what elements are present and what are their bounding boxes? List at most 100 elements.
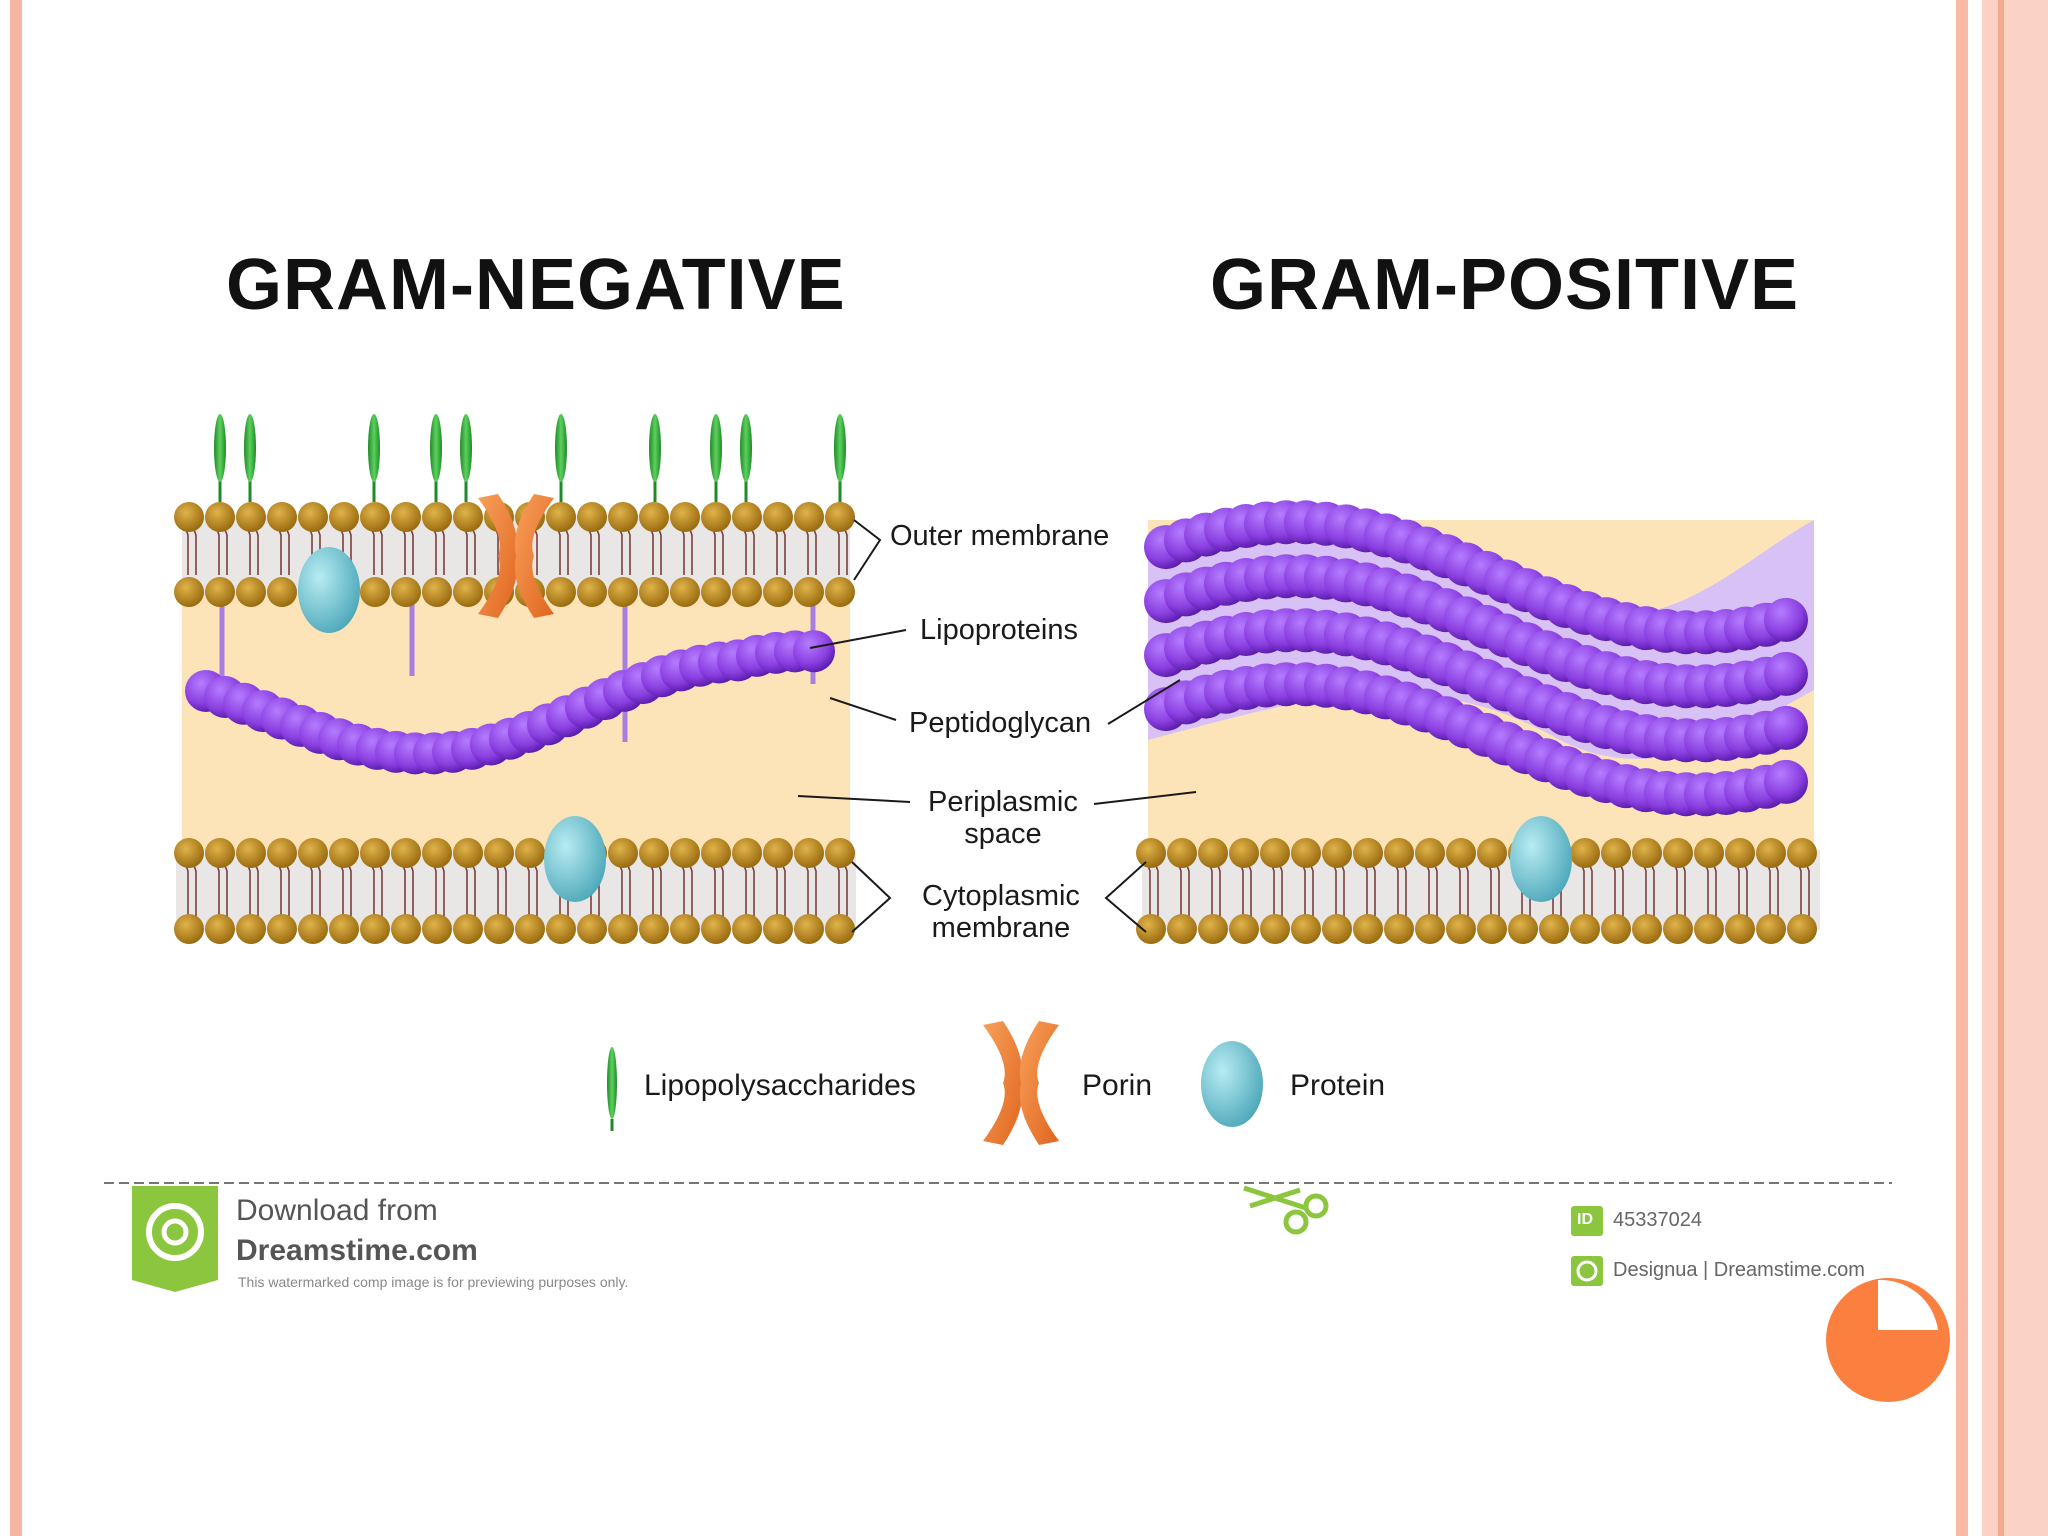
gp-peptidoglycan-bead xyxy=(1764,705,1808,750)
label-outer-membrane: Outer membrane xyxy=(890,520,1110,552)
gp-cytoplasmic-membrane-lipid-tail xyxy=(1611,862,1616,919)
gn-outer-membrane-lipid-head xyxy=(267,502,297,532)
gn-outer-membrane-lipid-head xyxy=(174,577,204,607)
gn-cytoplasmic-membrane-lipid-tail xyxy=(401,862,406,919)
gn-outer-membrane-lipid-head xyxy=(298,502,328,532)
lipid-tails-group xyxy=(184,526,1810,919)
peptidoglycan-line-right xyxy=(1107,679,1181,725)
gn-outer-membrane-lipid-head xyxy=(701,577,731,607)
gp-cytoplasmic-membrane-lipid-tail xyxy=(1805,862,1810,919)
gn-outer-membrane-lipid-tail xyxy=(246,526,251,575)
peptidoglycan-group xyxy=(185,500,1808,817)
peptidoglycan-line-left xyxy=(829,697,897,721)
gn-cytoplasmic-membrane-lipid-head xyxy=(329,838,359,868)
gp-cytoplasmic-membrane-lipid-tail xyxy=(1270,862,1275,919)
gp-cytoplasmic-membrane-lipid-head xyxy=(1198,838,1228,868)
lipopolysaccharide xyxy=(214,414,226,482)
gn-cytoplasmic-membrane-lipid-head xyxy=(236,914,266,944)
gp-cytoplasmic-membrane-lipid-tail xyxy=(1766,862,1771,919)
gn-outer-membrane-lipid-head xyxy=(639,502,669,532)
gn-outer-membrane-lipid-tail xyxy=(680,526,685,575)
gp-cytoplasmic-membrane-lipid-head xyxy=(1601,914,1631,944)
gp-cytoplasmic-membrane-lipid-head xyxy=(1260,914,1290,944)
lipopolysaccharide-group xyxy=(214,414,846,502)
title-gram-negative: GRAM-NEGATIVE xyxy=(226,245,846,325)
gn-outer-membrane-lipid-tail xyxy=(587,526,592,575)
gp-cytoplasmic-membrane-lipid-head xyxy=(1322,838,1352,868)
gp-cytoplasmic-membrane-lipid-head xyxy=(1415,838,1445,868)
gp-cytoplasmic-membrane-lipid-tail xyxy=(1712,862,1717,919)
gp-cytoplasmic-membrane-lipid-head xyxy=(1291,914,1321,944)
gn-outer-membrane-lipid-tail xyxy=(533,526,538,575)
gp-cytoplasmic-membrane-lipid-head xyxy=(1446,838,1476,868)
gp-cytoplasmic-membrane-lipid-head xyxy=(1539,914,1569,944)
gn-cytoplasmic-membrane-lipid-head xyxy=(546,914,576,944)
watermark-id-number: 45337024 xyxy=(1613,1209,1702,1231)
gp-cytoplasmic-membrane-lipid-tail xyxy=(1704,862,1709,919)
gn-outer-membrane-lipid-head xyxy=(608,577,638,607)
gn-cytoplasmic-membrane-lipid-head xyxy=(515,914,545,944)
gn-outer-membrane-lipid-head xyxy=(360,502,390,532)
gn-cytoplasmic-membrane-lipid-tail xyxy=(192,862,197,919)
gn-cytoplasmic-membrane-lipid-tail xyxy=(285,862,290,919)
gn-outer-membrane-lipid-tail xyxy=(184,526,189,575)
gn-peptidoglycan-bead xyxy=(793,630,835,673)
gn-cytoplasmic-membrane-lipid-tail xyxy=(618,862,623,919)
gp-cytoplasmic-membrane-lipid-tail xyxy=(1580,862,1585,919)
legend-label-lipopolysaccharides: Lipopolysaccharides xyxy=(644,1069,916,1102)
gp-cytoplasmic-membrane-lipid-head xyxy=(1787,914,1817,944)
gn-cytoplasmic-membrane-lipid-head xyxy=(205,838,235,868)
legend-lipopolysaccharide-icon xyxy=(607,1047,617,1131)
gn-cytoplasmic-membrane-lipid-tail xyxy=(533,862,538,919)
label-periplasmic-line2: space xyxy=(964,818,1042,850)
gn-cytoplasmic-membrane-lipid-tail xyxy=(409,862,414,919)
gn-outer-membrane-lipid-head xyxy=(174,502,204,532)
gp-cytoplasmic-membrane-lipid-tail xyxy=(1619,862,1624,919)
gn-outer-membrane-lipid-tail xyxy=(401,526,406,575)
gp-cytoplasmic-membrane-lipid-tail xyxy=(1216,862,1221,919)
gp-cytoplasmic-membrane-lipid-tail xyxy=(1681,862,1686,919)
gp-cytoplasmic-membrane-lipid-tail xyxy=(1301,862,1306,919)
gn-outer-membrane-lipid-tail xyxy=(215,526,220,575)
gp-cytoplasmic-membrane-lipid-tail xyxy=(1588,862,1593,919)
gn-cytoplasmic-membrane-lipid-tail xyxy=(246,862,251,919)
gp-peptidoglycan-bead xyxy=(1764,597,1808,642)
label-peptidoglycan: Peptidoglycan xyxy=(909,707,1092,739)
gp-cytoplasmic-membrane-lipid-head xyxy=(1787,838,1817,868)
gn-cytoplasmic-membrane-lipid-head xyxy=(267,838,297,868)
gn-outer-membrane-lipid-head xyxy=(236,577,266,607)
gn-cytoplasmic-membrane-lipid-head xyxy=(670,914,700,944)
gp-cytoplasmic-membrane-lipid-tail xyxy=(1642,862,1647,919)
gn-cytoplasmic-membrane-lipid-head xyxy=(825,914,855,944)
gn-cytoplasmic-membrane-lipid-tail xyxy=(184,862,189,919)
gn-cytoplasmic-membrane-lipid-head xyxy=(484,838,514,868)
gn-cytoplasmic-membrane-lipid-tail xyxy=(339,862,344,919)
gn-cytoplasmic-membrane-lipid-head xyxy=(763,914,793,944)
gn-outer-membrane-lipid-head xyxy=(453,577,483,607)
gn-outer-membrane-lipid-head xyxy=(205,577,235,607)
gp-cytoplasmic-membrane-lipid-head xyxy=(1477,838,1507,868)
gn-cytoplasmic-membrane-lipid-tail xyxy=(649,862,654,919)
gp-cytoplasmic-membrane-lipid-head xyxy=(1725,838,1755,868)
gn-outer-membrane-lipid-tail xyxy=(564,526,569,575)
gn-outer-membrane-lipid-head xyxy=(391,577,421,607)
gn-outer-membrane-lipid-tail xyxy=(781,526,786,575)
gn-outer-membrane-lipid-head xyxy=(825,502,855,532)
gn-cytoplasmic-membrane-lipid-tail xyxy=(502,862,507,919)
gp-cytoplasmic-membrane-lipid-head xyxy=(1136,914,1166,944)
gp-cytoplasmic-membrane-lipid-head xyxy=(1570,838,1600,868)
gn-outer-membrane-lipid-head xyxy=(267,577,297,607)
gn-cytoplasmic-membrane-lipid-head xyxy=(515,838,545,868)
gn-outer-membrane-lipid-tail xyxy=(223,526,228,575)
gn-outer-membrane-lipid-head xyxy=(794,577,824,607)
protein-gp-cytoplasmic xyxy=(1510,816,1572,902)
gn-cytoplasmic-membrane-lipid-head xyxy=(298,838,328,868)
lipopolysaccharide xyxy=(834,414,846,482)
label-periplasmic-line1: Periplasmic xyxy=(928,786,1078,818)
gp-cytoplasmic-membrane-lipid-head xyxy=(1384,838,1414,868)
gp-cytoplasmic-membrane-lipid-head xyxy=(1446,914,1476,944)
gp-cytoplasmic-membrane-lipid-head xyxy=(1694,914,1724,944)
callout-lines xyxy=(797,519,1197,933)
gn-outer-membrane-lipid-tail xyxy=(843,526,848,575)
gp-cytoplasmic-membrane-lipid-tail xyxy=(1774,862,1779,919)
